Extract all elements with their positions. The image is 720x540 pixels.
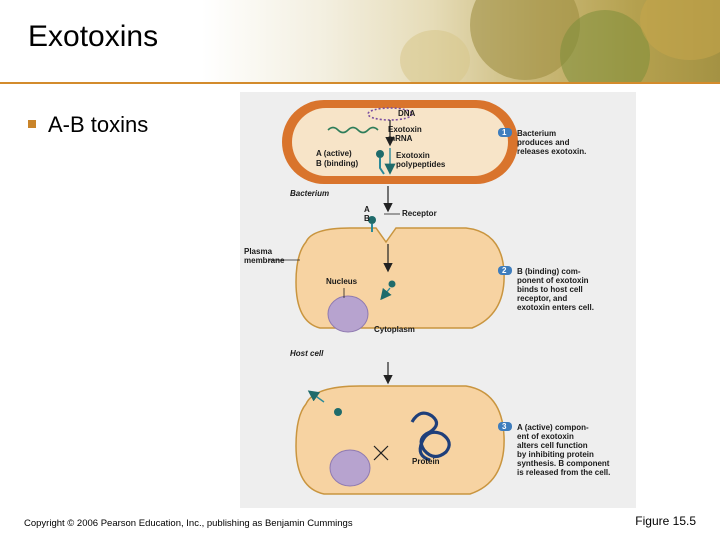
- step-2-badge: [498, 266, 512, 275]
- label-exotoxin-mrna-2: mRNA: [388, 134, 413, 143]
- step-1-badge: [498, 128, 512, 137]
- label-plasma-membrane-2: membrane: [244, 256, 285, 265]
- label-plasma-membrane: Plasma: [244, 247, 273, 256]
- slide-title: Exotoxins: [28, 20, 159, 53]
- bacterium-interior: [292, 108, 508, 176]
- label-exotoxin-polypeptides-2: polypeptides: [396, 160, 446, 169]
- step-3-line: synthesis. B component: [517, 459, 610, 468]
- label-nucleus: Nucleus: [326, 277, 358, 286]
- step-3-line: by inhibiting protein: [517, 450, 594, 459]
- step-2-line: binds to host cell: [517, 285, 583, 294]
- step-3-line: A (active) compon-: [517, 423, 589, 432]
- header-decoration: [560, 10, 650, 82]
- nucleus-3: [329, 449, 371, 487]
- header-divider: [0, 82, 720, 84]
- ab-toxin-diagram: DNA Exotoxin mRNA A (active) B (binding)…: [244, 100, 610, 495]
- label-b: B: [364, 214, 370, 223]
- label-cytoplasm: Cytoplasm: [374, 325, 415, 334]
- label-receptor: Receptor: [402, 209, 437, 218]
- step-2-number: 2: [502, 266, 507, 275]
- step-1-number: 1: [502, 128, 507, 137]
- header-decoration: [640, 0, 720, 60]
- toxin-a-subunit: [376, 150, 384, 158]
- inhibition-mark-2: [373, 445, 389, 461]
- step-1-line: releases exotoxin.: [517, 147, 586, 156]
- label-a: A: [364, 205, 370, 214]
- step-3-line: is released from the cell.: [517, 468, 610, 477]
- step-3-line: alters cell function: [517, 441, 588, 450]
- toxin-movement-arrow: [380, 287, 392, 301]
- step-3-badge: [498, 422, 512, 431]
- header-decoration: [400, 30, 470, 82]
- label-exotoxin-polypeptides: Exotoxin: [396, 151, 430, 160]
- bullet-icon: [28, 120, 36, 128]
- step-2-line: B (binding) com-: [517, 267, 581, 276]
- ab-toxin-figure: DNA Exotoxin mRNA A (active) B (binding)…: [240, 92, 636, 508]
- toxin-on-receptor: [368, 216, 376, 224]
- dna-strand: [367, 107, 413, 121]
- copyright-notice: Copyright © 2006 Pearson Education, Inc.…: [24, 518, 353, 529]
- step-1-line: produces and: [517, 138, 570, 147]
- label-exotoxin-mrna: Exotoxin: [388, 125, 422, 134]
- b-release-arrow: [307, 390, 325, 403]
- label-a-active: A (active): [316, 149, 352, 158]
- step-3-line: ent of exotoxin: [517, 432, 574, 441]
- host-cell-membrane-3: [295, 385, 505, 495]
- step-2-description: 2 B (binding) com- ponent of exotoxin bi…: [498, 266, 594, 312]
- slide-header: Exotoxins: [0, 0, 720, 82]
- figure-reference: Figure 15.5: [635, 514, 696, 528]
- label-dna: DNA: [398, 109, 416, 118]
- toxin-b-subunit: [379, 158, 385, 175]
- step-3-description: 3 A (active) compon- ent of exotoxin alt…: [498, 422, 610, 477]
- toxin-inside-cell: [388, 280, 396, 288]
- bullet-item: A-B toxins: [28, 112, 148, 138]
- step-1-line: Bacterium: [517, 129, 556, 138]
- step-2-line: exotoxin enters cell.: [517, 303, 594, 312]
- step-1-description: 1 Bacterium produces and releases exotox…: [498, 128, 586, 156]
- toxin-a-active: [334, 408, 342, 416]
- protein-structure: [410, 411, 451, 462]
- bacterium-cell: DNA Exotoxin mRNA A (active) B (binding)…: [282, 100, 518, 184]
- host-cell-step2: A B Receptor Plasma membrane Nucleus Cyt…: [244, 205, 505, 334]
- label-protein: Protein: [412, 457, 440, 466]
- label-b-binding: B (binding): [316, 159, 359, 168]
- step-2-line: ponent of exotoxin: [517, 276, 589, 285]
- label-bacterium: Bacterium: [290, 189, 329, 198]
- mrna-strand: [327, 126, 379, 134]
- host-cell-step3: Protein: [295, 385, 505, 495]
- bullet-text: A-B toxins: [48, 112, 149, 137]
- step-3-number: 3: [502, 422, 507, 431]
- step-2-line: receptor, and: [517, 294, 567, 303]
- nucleus: [327, 295, 369, 333]
- label-host-cell: Host cell: [290, 349, 324, 358]
